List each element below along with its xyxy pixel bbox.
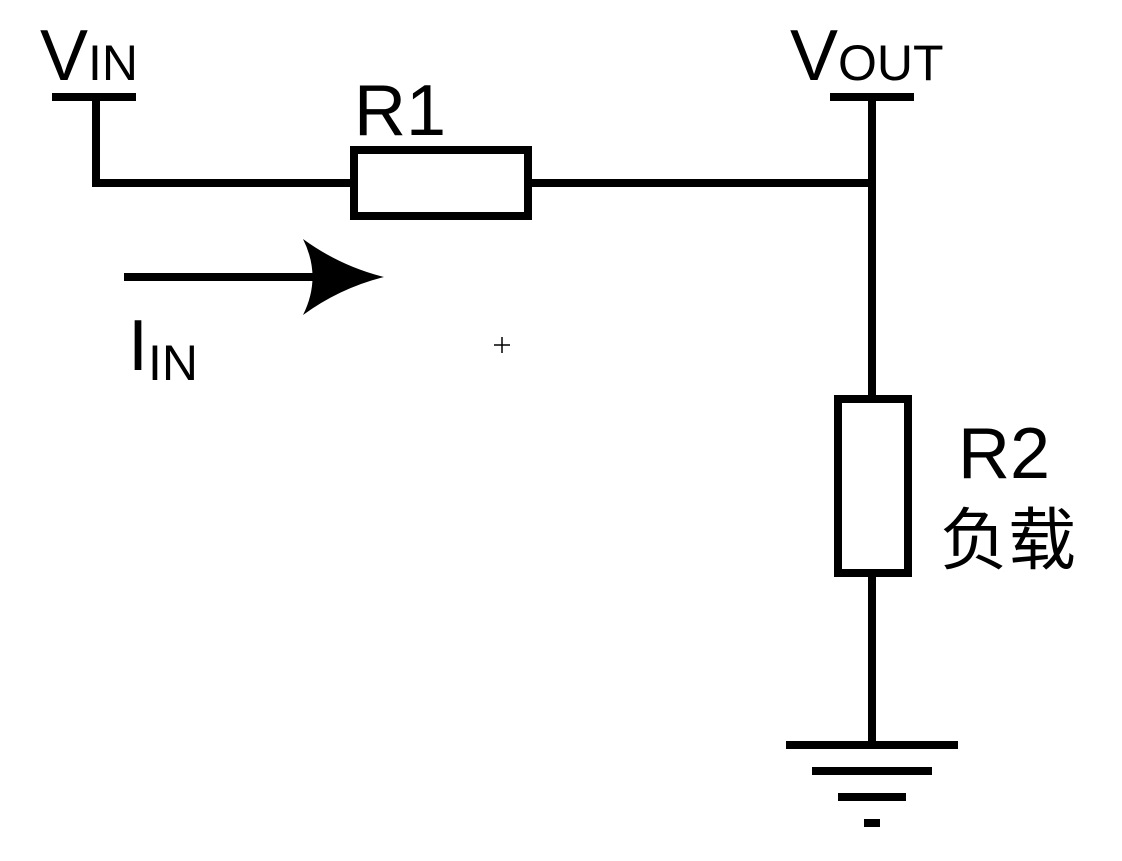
iin-label-subscript: IN <box>148 335 198 391</box>
ground-symbol <box>786 741 958 827</box>
vout-label-subscript: OUT <box>838 35 944 91</box>
vin-label-main: V <box>40 16 88 96</box>
iin-label-main: I <box>128 306 148 386</box>
r2-label: R2 <box>958 414 1050 494</box>
vout-label: VOUT <box>790 16 944 96</box>
r2-resistor <box>834 395 912 577</box>
vin-terminal <box>52 93 352 187</box>
vin-label-subscript: IN <box>88 35 138 91</box>
crosshair-marker <box>494 337 510 353</box>
vout-terminal <box>830 93 914 399</box>
r1-label: R1 <box>354 71 446 151</box>
vout-label-main: V <box>790 16 838 96</box>
vin-label: VIN <box>40 16 138 96</box>
r2-load-label: 负载 <box>940 502 1076 581</box>
r1-resistor <box>350 146 532 220</box>
current-arrow <box>124 239 384 315</box>
iin-label: IIN <box>128 306 198 391</box>
